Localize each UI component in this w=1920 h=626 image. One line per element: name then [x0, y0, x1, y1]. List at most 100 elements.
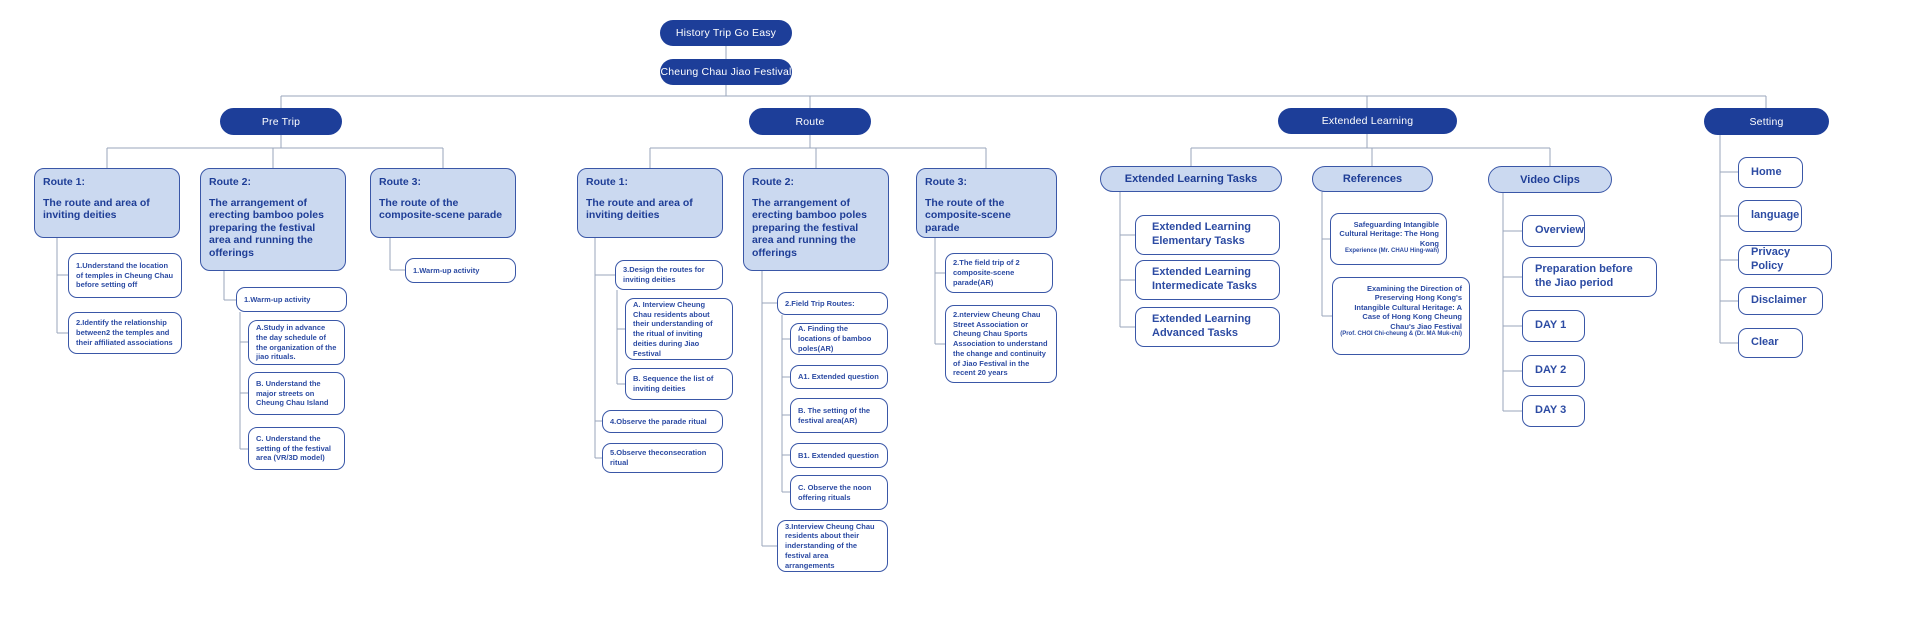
- reference-note: Experience (Mr. CHAU Hing-wah): [1344, 248, 1439, 255]
- leaf-label: 1.Warm-up activity: [413, 265, 480, 275]
- leaf-label: B. The setting of the festival area(AR): [798, 405, 871, 425]
- route-route3-item: 2.The field trip of 2 composite-scene pa…: [945, 253, 1053, 293]
- reference-item: Examining the Direction of Preserving Ho…: [1332, 277, 1470, 355]
- leaf-label: B1. Extended question: [798, 450, 879, 460]
- leaf-label: Clear: [1751, 336, 1779, 349]
- route-route1-observe-parade: 4.Observe the parade ritual: [602, 410, 723, 433]
- leaf-label: B. Understand the major streets on Cheun…: [256, 378, 329, 408]
- route-route2-field-trip-item: C. Observe the noon offering rituals: [790, 475, 888, 510]
- leaf-label: A. Finding the locations of bamboo poles…: [798, 324, 872, 353]
- leaf-label: Extended Learning Advanced Tasks: [1152, 313, 1252, 339]
- video-clip-item: DAY 3: [1522, 395, 1585, 427]
- setting-item-home: Home: [1738, 157, 1803, 188]
- app-title-pill: History Trip Go Easy: [660, 20, 792, 46]
- leaf-label: 5.Observe theconsecration ritual: [610, 448, 707, 467]
- route-route3-card: Route 3: The route of the composite-scen…: [916, 168, 1057, 238]
- setting-item-disclaimer: Disclaimer: [1738, 287, 1823, 315]
- video-clip-item: Overview: [1522, 215, 1585, 247]
- route-route3-item: 2.nterview Cheung Chau Street Associatio…: [945, 305, 1057, 383]
- leaf-label: 2.nterview Cheung Chau Street Associatio…: [953, 309, 1048, 378]
- pretrip-route3-title: Route 3:: [379, 176, 421, 188]
- leaf-label: 1.Understand the location of temples in …: [76, 260, 174, 290]
- leaf-label: C. Understand the setting of the festiva…: [256, 433, 332, 463]
- route-route3-title: Route 3:: [925, 176, 967, 188]
- setting-item-language: language: [1738, 200, 1802, 232]
- route-route2-field-trip-item: B. The setting of the festival area(AR): [790, 398, 888, 433]
- branch-route-pill: Route: [749, 108, 871, 135]
- festival-pill: Cheung Chau Jiao Festival: [660, 59, 792, 85]
- leaf-label: 2.Identify the relationship between2 the…: [76, 318, 173, 347]
- setting-item-privacy-policy: Privacy Policy: [1738, 245, 1832, 275]
- leaf-label: Extended Learning Intermedicate Tasks: [1152, 266, 1257, 292]
- pretrip-route2-warmup-item: A.Study in advance the day schedule of t…: [248, 320, 345, 365]
- route-route2-field-trip-item: B1. Extended question: [790, 443, 888, 468]
- reference-title: Safeguarding Intangible Cultural Heritag…: [1339, 220, 1439, 248]
- extended-task-item: Extended Learning Advanced Tasks: [1135, 307, 1280, 347]
- leaf-label: 2.Field Trip Routes:: [785, 298, 855, 308]
- leaf-label: DAY 2: [1535, 364, 1567, 377]
- pretrip-route3-card: Route 3: The route of the composite-scen…: [370, 168, 516, 238]
- leaf-label: Disclaimer: [1751, 294, 1807, 307]
- video-clips-pill: Video Clips: [1488, 166, 1612, 193]
- branch-pre-trip-pill: Pre Trip: [220, 108, 342, 135]
- leaf-label: A1. Extended question: [798, 372, 879, 382]
- video-clip-item: DAY 1: [1522, 310, 1585, 342]
- reference-note: (Prof. CHOI Chi-cheung & (Dr. MA Muk-chi…: [1340, 330, 1462, 337]
- leaf-label: A.Study in advance the day schedule of t…: [256, 323, 337, 362]
- route-route1-observe-consecration: 5.Observe theconsecration ritual: [602, 443, 723, 473]
- pretrip-route2-body: The arrangement of erecting bamboo poles…: [209, 197, 324, 259]
- pretrip-route2-warmup-item: C. Understand the setting of the festiva…: [248, 427, 345, 470]
- reference-title: Examining the Direction of Preserving Ho…: [1354, 284, 1462, 331]
- leaf-label: Overview: [1535, 224, 1584, 237]
- leaf-label: Extended Learning Elementary Tasks: [1152, 221, 1252, 247]
- extended-task-item: Extended Learning Elementary Tasks: [1135, 215, 1280, 255]
- route-route2-interview: 3.Interview Cheung Chau residents about …: [777, 520, 888, 572]
- leaf-label: C. Observe the noon offering rituals: [798, 482, 872, 502]
- leaf-label: DAY 3: [1535, 404, 1567, 417]
- leaf-label: 1.Warm-up activity: [244, 294, 311, 304]
- video-clip-item: Preparation before the Jiao period: [1522, 257, 1657, 297]
- extended-task-item: Extended Learning Intermedicate Tasks: [1135, 260, 1280, 300]
- leaf-label: 3.Design the routes for inviting deities: [623, 265, 705, 284]
- setting-item-clear: Clear: [1738, 328, 1803, 358]
- pretrip-route1-body: The route and area of inviting deities: [43, 197, 150, 222]
- leaf-label: A. Interview Cheung Chau residents about…: [633, 299, 713, 358]
- route-route1-title: Route 1:: [586, 176, 628, 188]
- leaf-label: B. Sequence the list of inviting deities: [633, 374, 714, 393]
- route-route2-field-trip: 2.Field Trip Routes:: [777, 292, 888, 315]
- pretrip-route2-card: Route 2: The arrangement of erecting bam…: [200, 168, 346, 271]
- route-route2-field-trip-item: A1. Extended question: [790, 365, 888, 389]
- pretrip-route2-warmup: 1.Warm-up activity: [236, 287, 347, 312]
- pretrip-route2-title: Route 2:: [209, 176, 251, 188]
- route-route1-design: 3.Design the routes for inviting deities: [615, 260, 723, 290]
- pretrip-route3-warmup: 1.Warm-up activity: [405, 258, 516, 283]
- pretrip-route1-title: Route 1:: [43, 176, 85, 188]
- branch-setting-pill: Setting: [1704, 108, 1829, 135]
- branch-extended-learning-pill: Extended Learning: [1278, 108, 1457, 134]
- pretrip-route1-card: Route 1: The route and area of inviting …: [34, 168, 180, 238]
- route-route1-design-item: B. Sequence the list of inviting deities: [625, 368, 733, 400]
- route-route2-field-trip-item: A. Finding the locations of bamboo poles…: [790, 323, 888, 355]
- route-route1-design-item: A. Interview Cheung Chau residents about…: [625, 298, 733, 360]
- pretrip-route1-item: 1.Understand the location of temples in …: [68, 253, 182, 298]
- route-route1-body: The route and area of inviting deities: [586, 197, 693, 222]
- extended-tasks-pill: Extended Learning Tasks: [1100, 166, 1282, 192]
- leaf-label: Privacy Policy: [1751, 246, 1791, 272]
- route-route1-card: Route 1: The route and area of inviting …: [577, 168, 723, 238]
- leaf-label: Home: [1751, 165, 1782, 178]
- reference-item: Safeguarding Intangible Cultural Heritag…: [1330, 213, 1447, 265]
- pretrip-route2-warmup-item: B. Understand the major streets on Cheun…: [248, 372, 345, 415]
- route-route2-title: Route 2:: [752, 176, 794, 188]
- leaf-label: DAY 1: [1535, 319, 1567, 332]
- leaf-label: 2.The field trip of 2 composite-scene pa…: [953, 258, 1020, 287]
- leaf-label: 3.Interview Cheung Chau residents about …: [785, 521, 875, 570]
- route-route2-body: The arrangement of erecting bamboo poles…: [752, 197, 867, 259]
- pretrip-route1-item: 2.Identify the relationship between2 the…: [68, 312, 182, 354]
- pretrip-route3-body: The route of the composite-scene parade: [379, 197, 503, 222]
- references-pill: References: [1312, 166, 1433, 192]
- route-route2-card: Route 2: The arrangement of erecting bam…: [743, 168, 889, 271]
- leaf-label: language: [1751, 209, 1800, 222]
- video-clip-item: DAY 2: [1522, 355, 1585, 387]
